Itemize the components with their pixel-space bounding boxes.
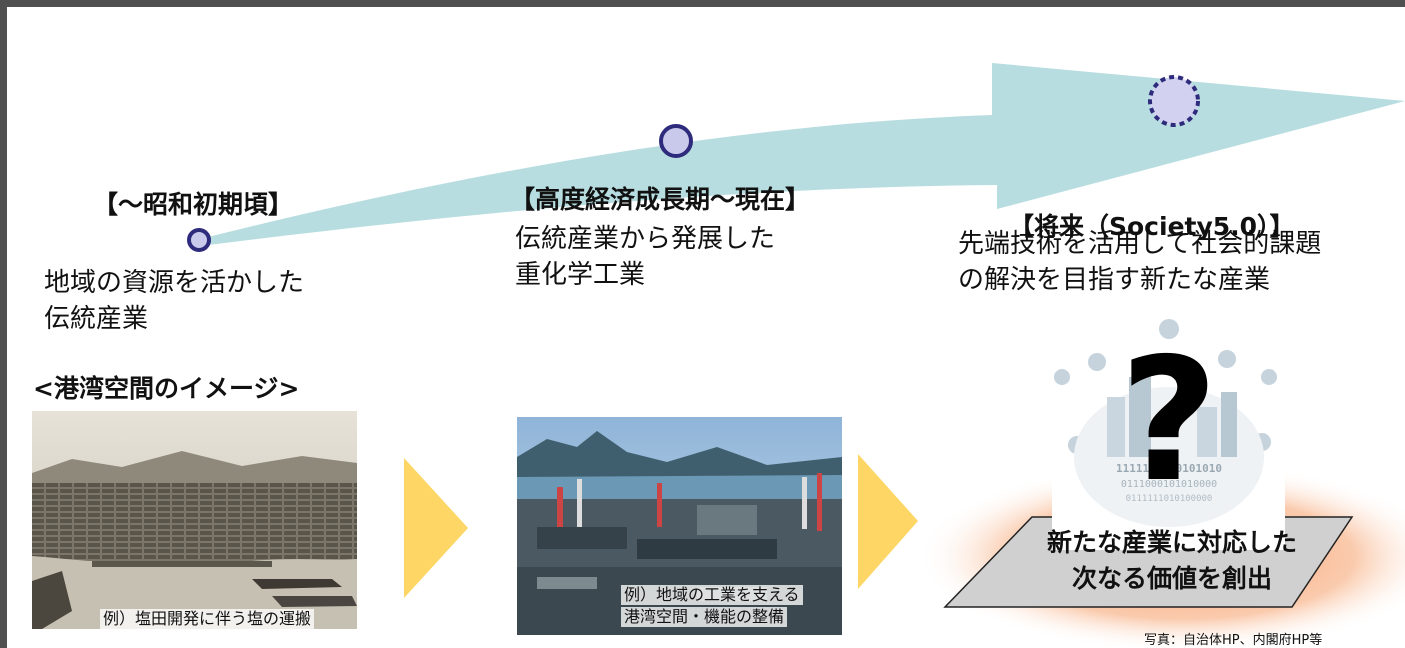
photo-caption-line: 例）地域の工業を支える	[621, 585, 803, 605]
photo-caption-line: 港湾空間・機能の整備	[621, 607, 788, 627]
era-description-line: 地域の資源を活かした	[44, 268, 305, 298]
salt-field-photo-image	[32, 411, 357, 629]
photo-caption: 例）塩田開発に伴う塩の運搬	[100, 609, 315, 629]
photo-salt-fields: 例）塩田開発に伴う塩の運搬	[32, 411, 357, 629]
result-text: 新たな産業に対応した 次なる価値を創出	[992, 525, 1352, 597]
result-line: 次なる価値を創出	[1071, 564, 1272, 593]
marker-present	[659, 124, 693, 158]
era-title-future: 【将来（Society5.0）】	[1009, 212, 1295, 241]
chevron-right-icon	[858, 454, 918, 589]
future-area-graphic: 1111111010101010 0111000101010000 011111…	[917, 315, 1405, 648]
era-description-line: 伝統産業	[44, 304, 149, 334]
binary-line: 0111000101010000	[1121, 479, 1217, 490]
chevron-right-icon	[404, 458, 468, 598]
era-description-line: 先端技術を活用して社会的課題	[958, 229, 1322, 259]
result-line: 新たな産業に対応した	[1046, 528, 1297, 557]
era-description-future: 先端技術を活用して社会的課題 の解決を目指す新たな産業	[958, 226, 1321, 298]
binary-line: 1111111010101010	[1116, 462, 1222, 475]
growth-arrow	[192, 63, 1405, 247]
era-description-line: 重化学工業	[515, 260, 646, 290]
photo-industrial-port: 例）地域の工業を支える 港湾空間・機能の整備	[517, 417, 842, 635]
growth-arrow-graphic	[187, 63, 1405, 252]
era-description-line: 伝統産業から発展した	[515, 224, 776, 254]
industrial-port-photo-image	[517, 417, 842, 635]
section-heading: <港湾空間のイメージ>	[33, 374, 300, 403]
era-title-early: 【～昭和初期頃】	[93, 190, 294, 219]
marker-early	[187, 228, 211, 252]
photo-credit: 写真：自治体HP、内閣府HP等	[1144, 633, 1323, 648]
era-description-early: 地域の資源を活かした 伝統産業	[44, 265, 304, 337]
era-title-present: 【高度経済成長期～現在】	[510, 185, 811, 214]
era-description-present: 伝統産業から発展した 重化学工業	[515, 221, 775, 293]
marker-future	[1148, 75, 1200, 127]
era-description-line: の解決を目指す新たな産業	[958, 265, 1271, 295]
binary-line: 0111111010100000	[1126, 494, 1213, 504]
question-mark: ?	[1120, 322, 1219, 520]
